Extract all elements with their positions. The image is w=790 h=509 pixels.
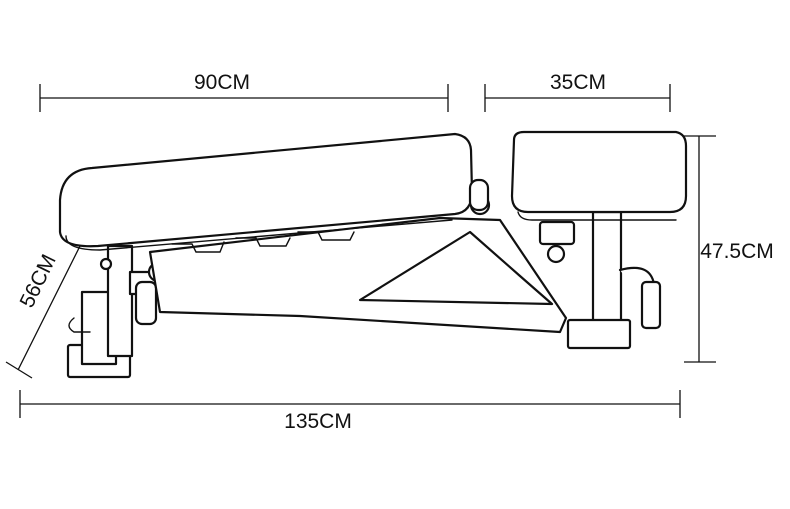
pivot-housing <box>468 178 490 212</box>
seat-pad-underside <box>65 219 453 251</box>
seat-bracket <box>171 241 225 253</box>
front-foot <box>566 318 632 350</box>
dimension-total-length: 135CM <box>19 390 681 433</box>
frame-cutout <box>358 230 554 306</box>
dimension-label-seat-length: 90CM <box>194 71 250 94</box>
adjustment-pin <box>546 244 566 264</box>
dimension-footrest-length: 35CM <box>484 71 671 112</box>
rear-bolt <box>99 257 113 271</box>
foot-pad-underside <box>517 211 677 221</box>
dimension-tick <box>5 361 33 379</box>
adjustable-weight-bench-icon <box>58 130 688 379</box>
dimension-seat-length: 90CM <box>39 71 449 112</box>
seat-bracket <box>235 237 291 247</box>
dimension-label-footrest-length: 35CM <box>550 71 606 94</box>
dimension-label-height: 47.5CM <box>700 240 774 263</box>
dimension-label-total-length: 135CM <box>284 410 352 433</box>
dimension-label-depth: 56CM <box>16 251 61 311</box>
adjustment-block <box>538 220 576 246</box>
foot-pad <box>510 130 688 214</box>
front-handle-grip <box>640 280 662 330</box>
rail-knob <box>134 280 158 326</box>
rear-handle <box>68 317 91 333</box>
dimension-height: 47.5CM <box>684 135 774 363</box>
